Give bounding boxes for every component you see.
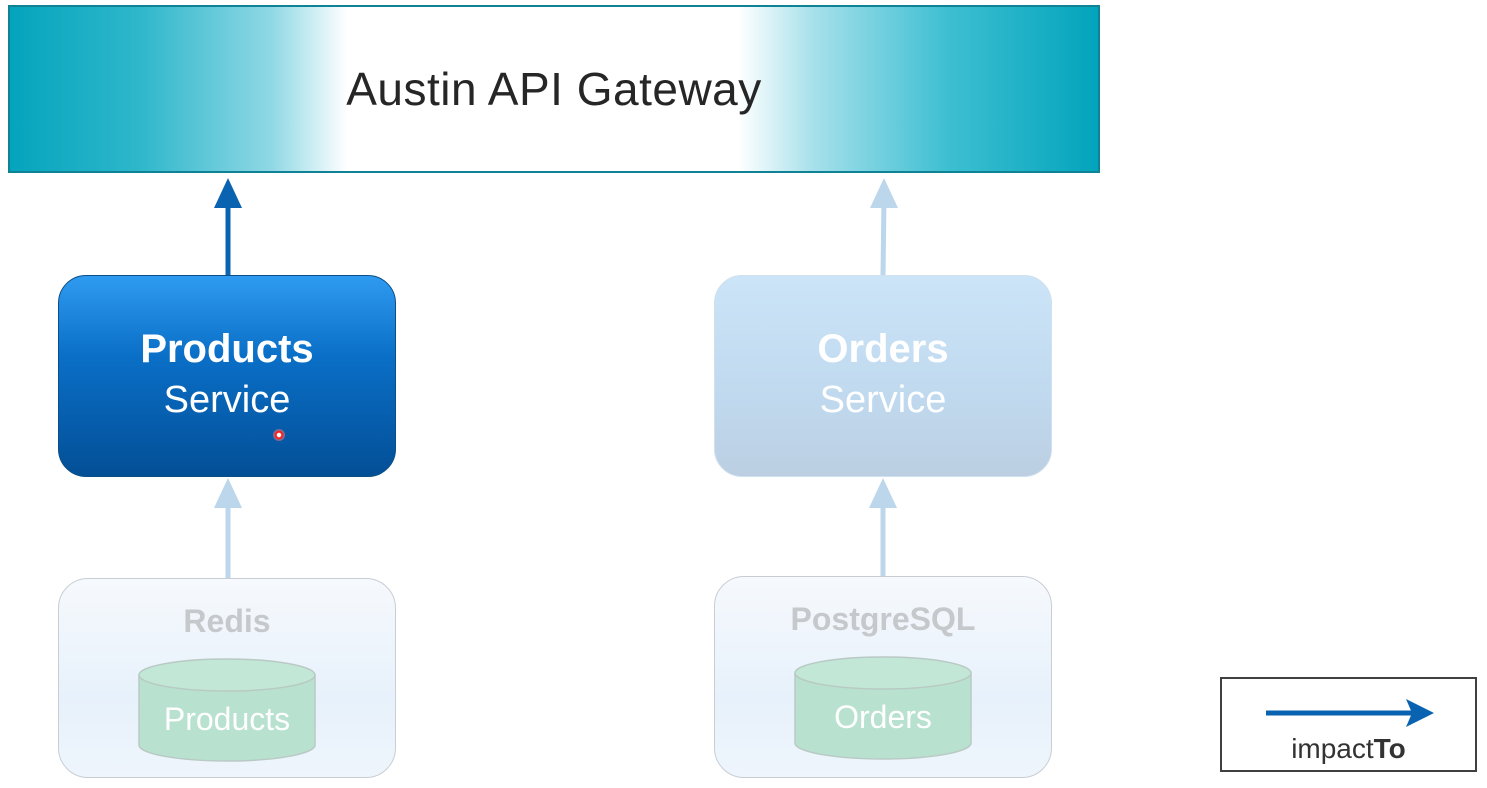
orders-service-node[interactable]: Orders Service: [714, 275, 1052, 477]
edge-postgres-to-orders: [869, 478, 897, 576]
arrowhead-icon: [869, 478, 897, 508]
arrowhead-icon: [214, 178, 242, 208]
postgresql-store-node[interactable]: PostgreSQL Orders: [714, 576, 1052, 778]
database-cylinder-icon: Orders: [794, 655, 972, 761]
service-name: Products: [140, 327, 314, 371]
legend: impactTo: [1220, 677, 1477, 772]
database-label: Orders: [834, 699, 932, 735]
api-gateway-node[interactable]: Austin API Gateway: [8, 5, 1100, 173]
store-title: Redis: [183, 603, 271, 639]
legend-label-regular: impact: [1291, 733, 1374, 764]
service-name: Orders: [817, 327, 949, 371]
edge-products-to-gateway: [214, 178, 242, 275]
legend-label-bold: To: [1373, 733, 1406, 764]
gateway-title: Austin API Gateway: [346, 63, 762, 115]
legend-label: impactTo: [1222, 733, 1475, 765]
edge-orders-to-gateway: [870, 178, 898, 276]
store-title: PostgreSQL: [790, 601, 976, 637]
edge-redis-to-products: [214, 478, 242, 578]
mouse-cursor-indicator: [273, 429, 285, 441]
products-service-node[interactable]: Products Service: [58, 275, 396, 477]
service-subtitle: Service: [163, 379, 291, 421]
database-label: Products: [163, 701, 291, 737]
redis-store-node[interactable]: Redis Products: [58, 578, 396, 778]
arrowhead-icon: [870, 178, 898, 208]
database-cylinder-icon: Products: [138, 657, 316, 763]
legend-arrow-icon: [1266, 699, 1434, 727]
arrowhead-icon: [214, 478, 242, 508]
service-subtitle: Service: [819, 379, 947, 421]
